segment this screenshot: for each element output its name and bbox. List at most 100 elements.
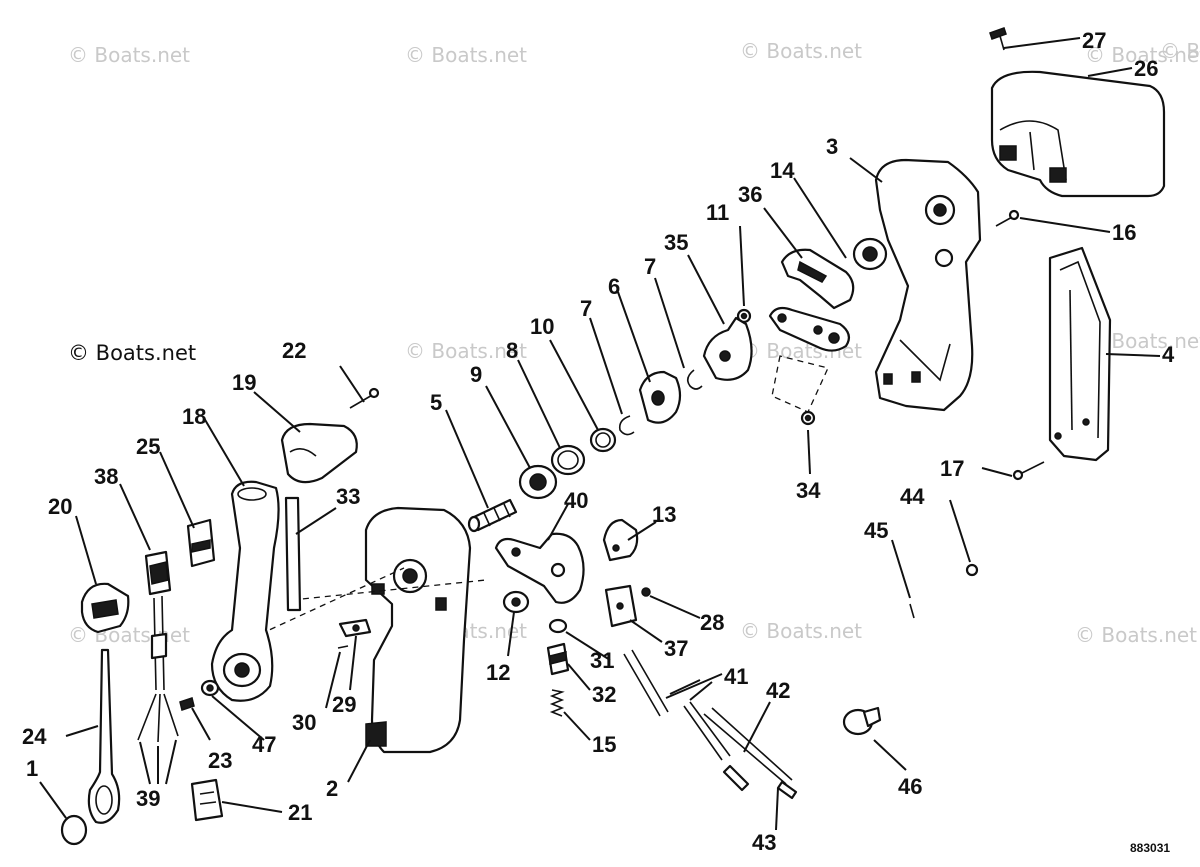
drawing-number: 883031: [1130, 841, 1170, 855]
part-45-pin: [909, 603, 915, 619]
part-15-spring: [549, 689, 565, 717]
callout-25: 25: [136, 434, 160, 459]
part-37-switch: [604, 584, 638, 628]
callout-46: 46: [898, 774, 922, 799]
leader-lines: [39, 37, 1161, 831]
part-31-pin: [548, 618, 568, 634]
part-1-cap: [60, 814, 88, 846]
watermark: © Boats.net: [740, 619, 862, 643]
part-12-washer: [502, 590, 530, 614]
part-10-washer: [589, 427, 617, 453]
callout-9: 9: [470, 362, 482, 387]
part-36-arm: [768, 248, 855, 352]
callout-21: 21: [288, 800, 312, 825]
part-3-housing: [874, 158, 982, 412]
part-16-screw: [995, 209, 1020, 227]
part-9-bushing: [518, 464, 558, 500]
part-7-snap-ring: [618, 415, 635, 436]
watermark: © Boats.net: [68, 623, 190, 647]
part-24-handle: [87, 648, 121, 824]
callout-35: 35: [664, 230, 688, 255]
callout-1: 1: [26, 756, 38, 781]
callout-23: 23: [208, 748, 232, 773]
callout-39: 39: [136, 786, 160, 811]
part-6-gear-plate: [638, 370, 682, 424]
part-11-nut: [736, 308, 752, 324]
part-41-wire: [623, 649, 731, 761]
callout-31: 31: [590, 648, 614, 673]
callout-45: 45: [864, 518, 888, 543]
callout-28: 28: [700, 610, 724, 635]
part-4-cover-plate: [1048, 246, 1112, 462]
callout-labels: 27 26 3 14 36 11 16 35 7 6 7 10 8 9 5 4 …: [22, 28, 1175, 855]
callout-29: 29: [332, 692, 356, 717]
callout-13: 13: [652, 502, 676, 527]
part-13-bracket: [602, 518, 639, 562]
callout-42: 42: [766, 678, 790, 703]
callout-5: 5: [430, 390, 442, 415]
callout-3: 3: [826, 134, 838, 159]
callout-6: 6: [608, 274, 620, 299]
callout-4: 4: [1162, 342, 1175, 367]
watermark: © Boats.net: [68, 43, 190, 67]
part-14-bushing: [852, 237, 888, 271]
part-21-connector: [190, 778, 224, 822]
callout-26: 26: [1134, 56, 1158, 81]
callout-44: 44: [900, 484, 925, 509]
part-20-grip: [80, 582, 130, 634]
part-8-bushing: [550, 444, 586, 476]
part-33-strip: [284, 496, 302, 612]
callout-41: 41: [724, 664, 748, 689]
part-7-snap-ring: [686, 369, 703, 390]
watermark: © Boats.net: [68, 341, 196, 365]
part-40-lever-plate: [494, 532, 585, 604]
callout-7a: 7: [644, 254, 656, 279]
part-46-knob: [842, 706, 882, 736]
callout-43: 43: [752, 830, 776, 855]
alignment-line: [771, 355, 829, 413]
callout-2: 2: [326, 776, 338, 801]
part-5-shaft: [467, 498, 518, 533]
alignment-line: [229, 567, 405, 649]
part-25-switch: [186, 518, 216, 568]
callout-16: 16: [1112, 220, 1136, 245]
callout-22: 22: [282, 338, 306, 363]
callout-8: 8: [506, 338, 518, 363]
part-17-screw: [1012, 461, 1045, 481]
part-35-cam: [702, 316, 753, 381]
callout-34: 34: [796, 478, 821, 503]
watermark: © Boats.net: [1085, 43, 1200, 67]
callout-10: 10: [530, 314, 554, 339]
part-30-screw: [337, 645, 349, 649]
watermark: © Boats.net: [740, 39, 862, 63]
part-27-screw: [989, 27, 1007, 51]
part-28-screw: [641, 587, 651, 597]
part-26-cover: [990, 70, 1166, 198]
watermark: © Boats.net: [1075, 623, 1197, 647]
part-44-nut: [965, 563, 979, 577]
callout-27: 27: [1082, 28, 1106, 53]
part-34-nut: [800, 410, 816, 426]
watermark: © Boats.net: [405, 339, 527, 363]
callout-7b: 7: [580, 296, 592, 321]
callout-33: 33: [336, 484, 360, 509]
callout-32: 32: [592, 682, 616, 707]
callout-12: 12: [486, 660, 510, 685]
part-38-switch: [144, 550, 172, 596]
callout-40: 40: [564, 488, 588, 513]
part-2-housing: [364, 506, 472, 754]
part-47-washer: [200, 679, 220, 697]
callout-17: 17: [940, 456, 964, 481]
callout-36: 36: [738, 182, 762, 207]
part-39-harness: [137, 595, 179, 743]
watermark: © Boats.net: [1160, 39, 1200, 63]
callout-18: 18: [182, 404, 206, 429]
callout-47: 47: [252, 732, 276, 757]
part-19-bracket: [280, 422, 358, 484]
part-29-clip: [338, 618, 372, 638]
callout-30: 30: [292, 710, 316, 735]
part-23-screw: [179, 697, 195, 711]
callout-20: 20: [48, 494, 72, 519]
part-18-handle: [210, 480, 280, 702]
